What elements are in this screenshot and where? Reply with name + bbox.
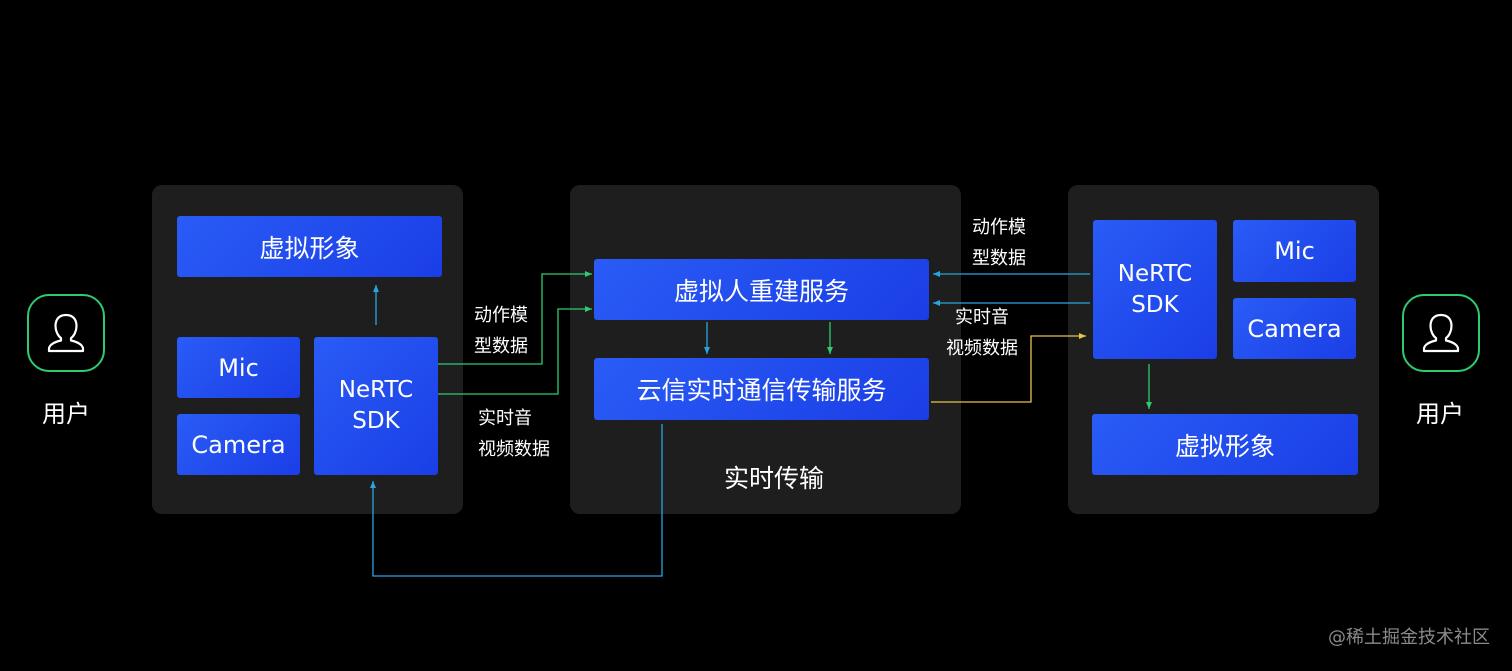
right-sdk-block: NeRTC SDK	[1093, 220, 1217, 359]
left-mic-block: Mic	[177, 337, 300, 398]
rebuild-service-block: 虚拟人重建服务	[594, 259, 929, 320]
right-user-icon	[1402, 294, 1480, 372]
center-panel-caption: 实时传输	[724, 464, 825, 493]
left-user-icon	[27, 294, 105, 372]
left-sdk-block: NeRTC SDK	[314, 337, 438, 475]
left-motion-data-label: 动作模 型数据	[474, 305, 528, 357]
left-av-data-label: 实时音 视频数据	[478, 408, 550, 460]
right-motion-data-label: 动作模 型数据	[972, 217, 1026, 269]
right-av-data-label: 实时音 视频数据	[946, 307, 1018, 359]
right-camera-block: Camera	[1233, 298, 1356, 359]
left-user-label: 用户	[42, 400, 90, 428]
left-camera-block: Camera	[177, 414, 300, 475]
transport-service-block: 云信实时通信传输服务	[594, 358, 929, 420]
right-avatar-block: 虚拟形象	[1092, 414, 1358, 475]
right-user-label: 用户	[1416, 400, 1464, 428]
right-mic-block: Mic	[1233, 220, 1356, 282]
left-avatar-block: 虚拟形象	[177, 216, 442, 277]
watermark: @稀土掘金技术社区	[1328, 627, 1490, 648]
